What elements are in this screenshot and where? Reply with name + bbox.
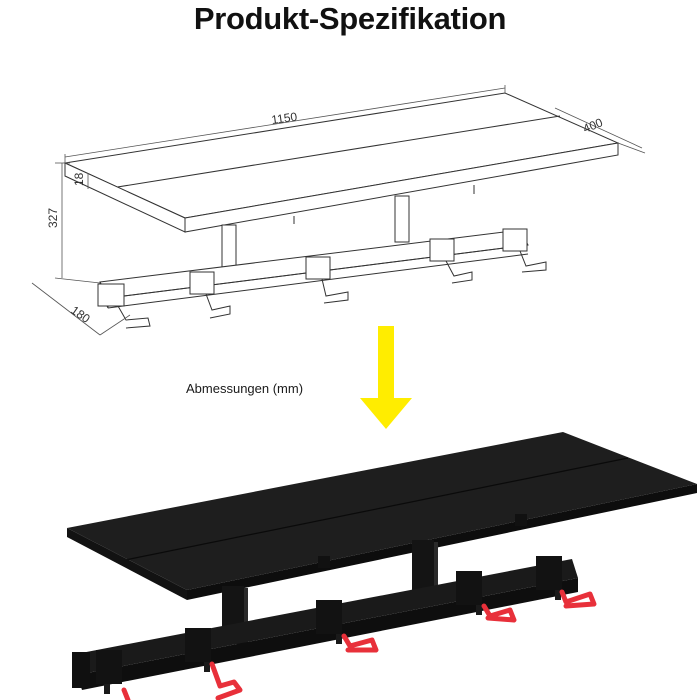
dim-thickness-label: 18 (72, 172, 86, 186)
page-title: Produkt-Spezifikation (193, 1, 507, 36)
dim-length-label: 1150 (270, 109, 298, 127)
down-arrow-icon (360, 326, 412, 429)
line-drawing (31, 85, 646, 336)
dim-rail-depth-label: 180 (68, 303, 93, 326)
dim-height-label: 327 (46, 208, 60, 228)
dimensions-caption: Abmessungen (mm) (186, 381, 304, 396)
dim-depth-label: 400 (581, 115, 605, 136)
product-render (67, 432, 697, 700)
